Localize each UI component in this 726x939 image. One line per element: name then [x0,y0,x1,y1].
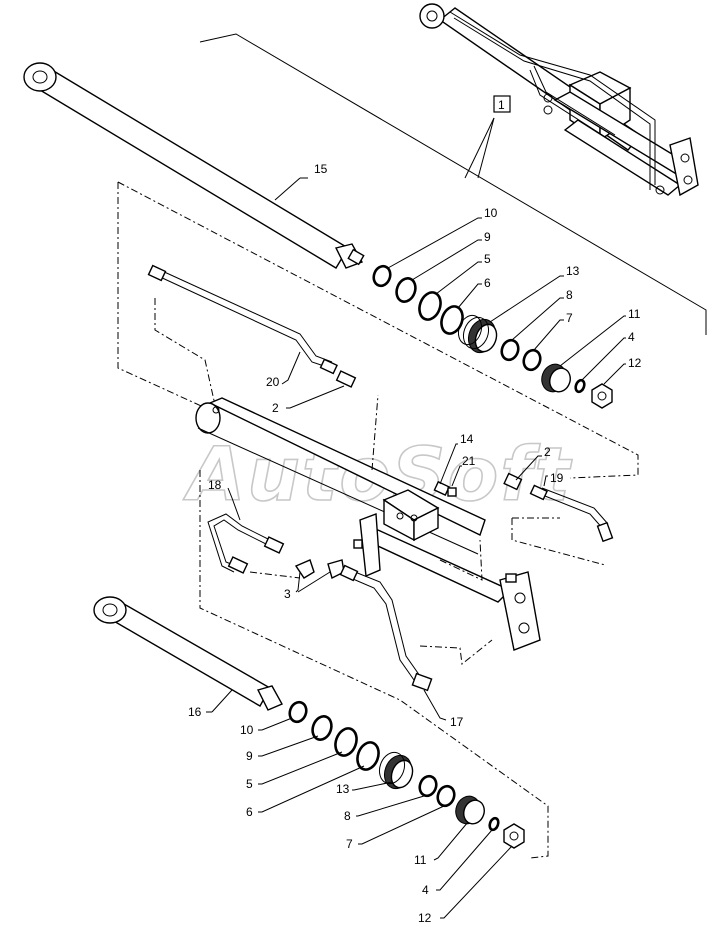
top-piston-rod: 15 [23,62,365,269]
callout-bottom-7: 7 [346,837,353,851]
callout-top-12: 12 [628,356,642,370]
callout-3: 3 [284,587,291,601]
bottom-seal-kit [288,700,525,849]
bottom-seal-callouts: 10 9 5 6 13 8 7 11 4 12 [240,717,513,925]
callout-bottom-12: 12 [418,911,432,925]
main-cylinder-body [195,394,541,651]
callout-fitting-2-right: 2 [544,445,551,459]
callout-top-11: 11 [628,307,641,321]
callout-17: 17 [450,715,464,729]
bottom-piston-rod: 16 [93,596,283,719]
callout-bottom-10: 10 [240,723,254,737]
assembled-cylinder-thumbnail: 1 [199,3,707,335]
callout-bottom-13: 13 [336,782,350,796]
callout-fitting-2-left: 2 [272,401,279,415]
callout-box-1 [493,95,511,113]
top-seal-callouts: 10 9 5 6 13 8 7 11 4 12 [387,206,642,385]
callout-21: 21 [462,454,476,468]
lower-pipe-assembly: 17 [199,470,549,859]
callout-bottom-5: 5 [246,777,253,791]
top-seal-kit [372,264,613,409]
callout-18: 18 [208,478,222,492]
upper-pipe-assembly: 20 2 [147,264,357,415]
callout-top-9: 9 [484,230,491,244]
block-fittings: 14 21 [433,432,476,497]
callout-bottom-6: 6 [246,805,253,819]
callout-16: 16 [188,705,202,719]
right-pipe-assembly: 2 19 [503,445,614,566]
callout-top-4: 4 [628,330,635,344]
callout-1: 1 [498,98,505,112]
callout-20: 20 [266,375,280,389]
callout-top-13: 13 [566,264,580,278]
callout-top-7: 7 [566,311,573,325]
callout-bottom-9: 9 [246,749,253,763]
callout-19: 19 [550,471,564,485]
callout-14: 14 [460,432,474,446]
callout-bottom-4: 4 [422,883,429,897]
elbow-fittings: 3 [249,539,363,601]
callout-15: 15 [314,162,328,176]
callout-top-5: 5 [484,252,491,266]
callout-top-8: 8 [566,288,573,302]
callout-top-10: 10 [484,206,498,220]
left-pipe-assembly: 18 [207,478,285,574]
callout-bottom-8: 8 [344,809,351,823]
callout-top-6: 6 [484,276,491,290]
callout-bottom-11: 11 [414,853,427,867]
